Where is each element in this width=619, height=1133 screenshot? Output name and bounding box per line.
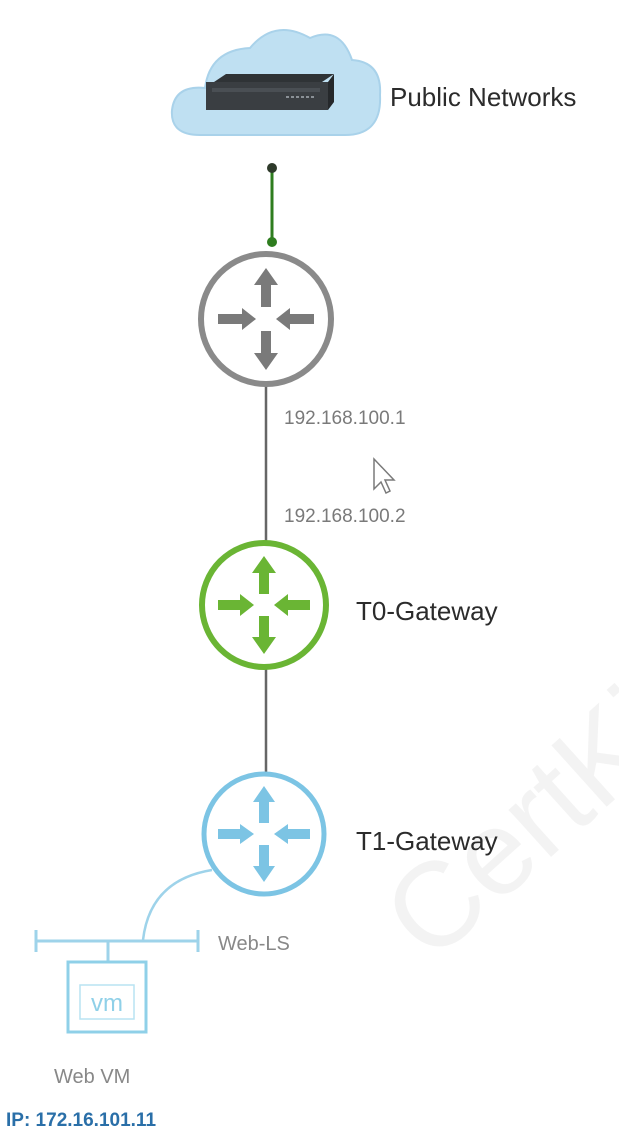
link-public-upstream [267,163,277,247]
web-ls-segment [34,930,200,962]
link-t1-segment [141,868,213,941]
upstream-ip-label: 192.168.100.1 [284,408,406,429]
mouse-cursor-icon [373,457,396,495]
t0-gateway-label: T0-Gateway [356,596,498,626]
vm-icon-text: vm [91,990,123,1017]
t0-gateway-node [199,540,329,670]
public-networks-node: Public Networks [170,29,576,136]
switch-icon [206,74,334,110]
t1-gateway-node [201,771,327,897]
web-ls-label: Web-LS [218,933,290,955]
t1-gateway-label: T1-Gateway [356,826,498,856]
router-icon [201,771,327,897]
t0-uplink-ip-label: 192.168.100.2 [284,506,406,527]
public-networks-label: Public Networks [390,82,576,112]
upstream-router-node [198,251,334,387]
web-vm-label: Web VM [54,1066,130,1088]
web-vm-ip: IP: 172.16.101.11 [6,1110,156,1131]
web-vm-node: vm [66,960,148,1034]
router-icon [198,251,334,387]
router-icon [199,540,329,670]
watermark-text: CertKillers [359,515,619,985]
